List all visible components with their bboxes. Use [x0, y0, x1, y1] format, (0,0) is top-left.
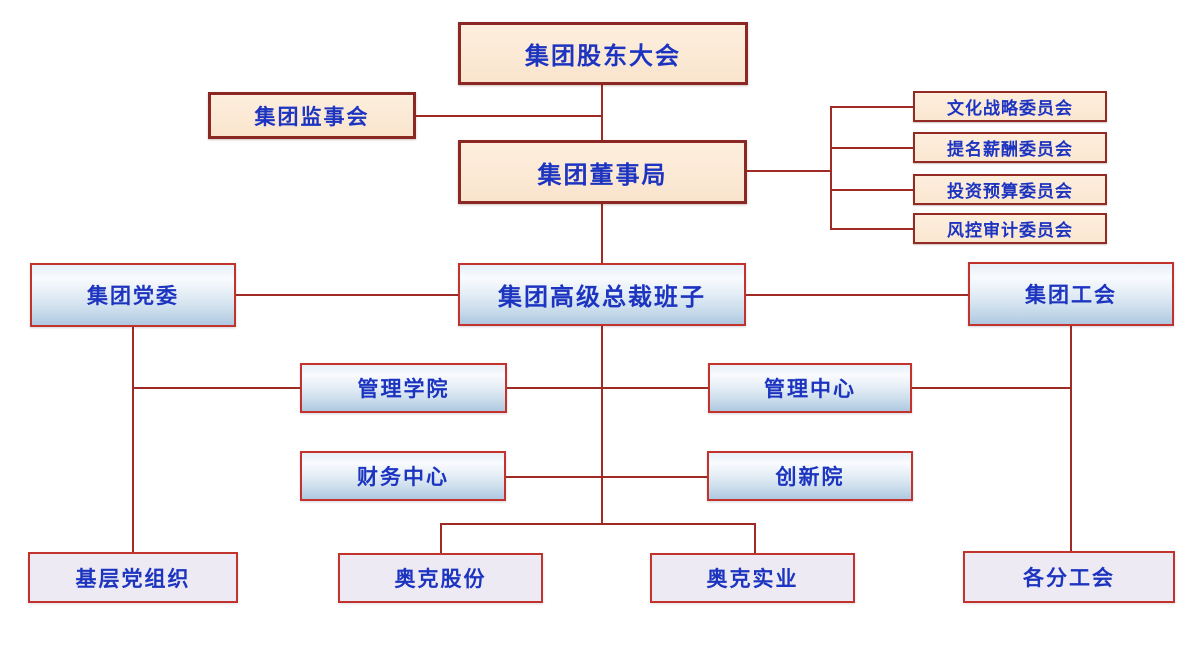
- connector-bottom-rail: [440, 523, 756, 525]
- node-aoke-shares: 奥克股份: [338, 553, 543, 603]
- connector-row1-right: [911, 387, 1071, 389]
- connector-union-drop: [1070, 325, 1072, 551]
- connector-aoke-shares-drop: [440, 523, 442, 553]
- connector-shareholders-board: [601, 85, 603, 140]
- node-grassroots-party-organizations: 基层党组织: [28, 552, 238, 603]
- connector-supervisory-branch: [414, 115, 602, 117]
- connector-party-president: [235, 294, 458, 296]
- connector-president-central-drop: [601, 325, 603, 525]
- node-innovation-institute: 创新院: [707, 451, 913, 501]
- node-management-academy: 管理学院: [300, 363, 507, 413]
- node-management-center: 管理中心: [708, 363, 912, 413]
- connector-aoke-industrial-drop: [754, 523, 756, 553]
- connector-committee-culture-branch: [831, 106, 913, 108]
- node-risk-audit-committee: 风控审计委员会: [913, 213, 1107, 244]
- connector-board-committees-trunk: [746, 170, 831, 172]
- connector-committees-spine: [830, 106, 832, 230]
- node-group-board-of-directors: 集团董事局: [458, 140, 747, 204]
- connector-president-union: [745, 294, 968, 296]
- connector-committee-risk-branch: [831, 228, 913, 230]
- node-aoke-industrial: 奥克实业: [650, 553, 855, 603]
- node-group-senior-president-team: 集团高级总裁班子: [458, 263, 746, 326]
- node-group-supervisory-board: 集团监事会: [208, 92, 416, 139]
- connector-row2-middle: [505, 476, 708, 478]
- node-culture-strategy-committee: 文化战略委员会: [913, 91, 1107, 122]
- node-nomination-compensation-committee: 提名薪酬委员会: [913, 132, 1107, 163]
- connector-board-president: [601, 203, 603, 263]
- node-finance-center: 财务中心: [300, 451, 506, 501]
- connector-party-drop: [132, 325, 134, 552]
- connector-committee-investment-branch: [831, 189, 913, 191]
- connector-committee-nomination-branch: [831, 147, 913, 149]
- node-group-party-committee: 集团党委: [30, 263, 236, 327]
- node-group-shareholders-meeting: 集团股东大会: [458, 22, 748, 85]
- node-investment-budget-committee: 投资预算委员会: [913, 174, 1107, 205]
- node-branch-unions: 各分工会: [963, 551, 1175, 603]
- connector-row1-left: [132, 387, 300, 389]
- connector-row1-middle: [506, 387, 708, 389]
- node-group-labor-union: 集团工会: [968, 262, 1174, 326]
